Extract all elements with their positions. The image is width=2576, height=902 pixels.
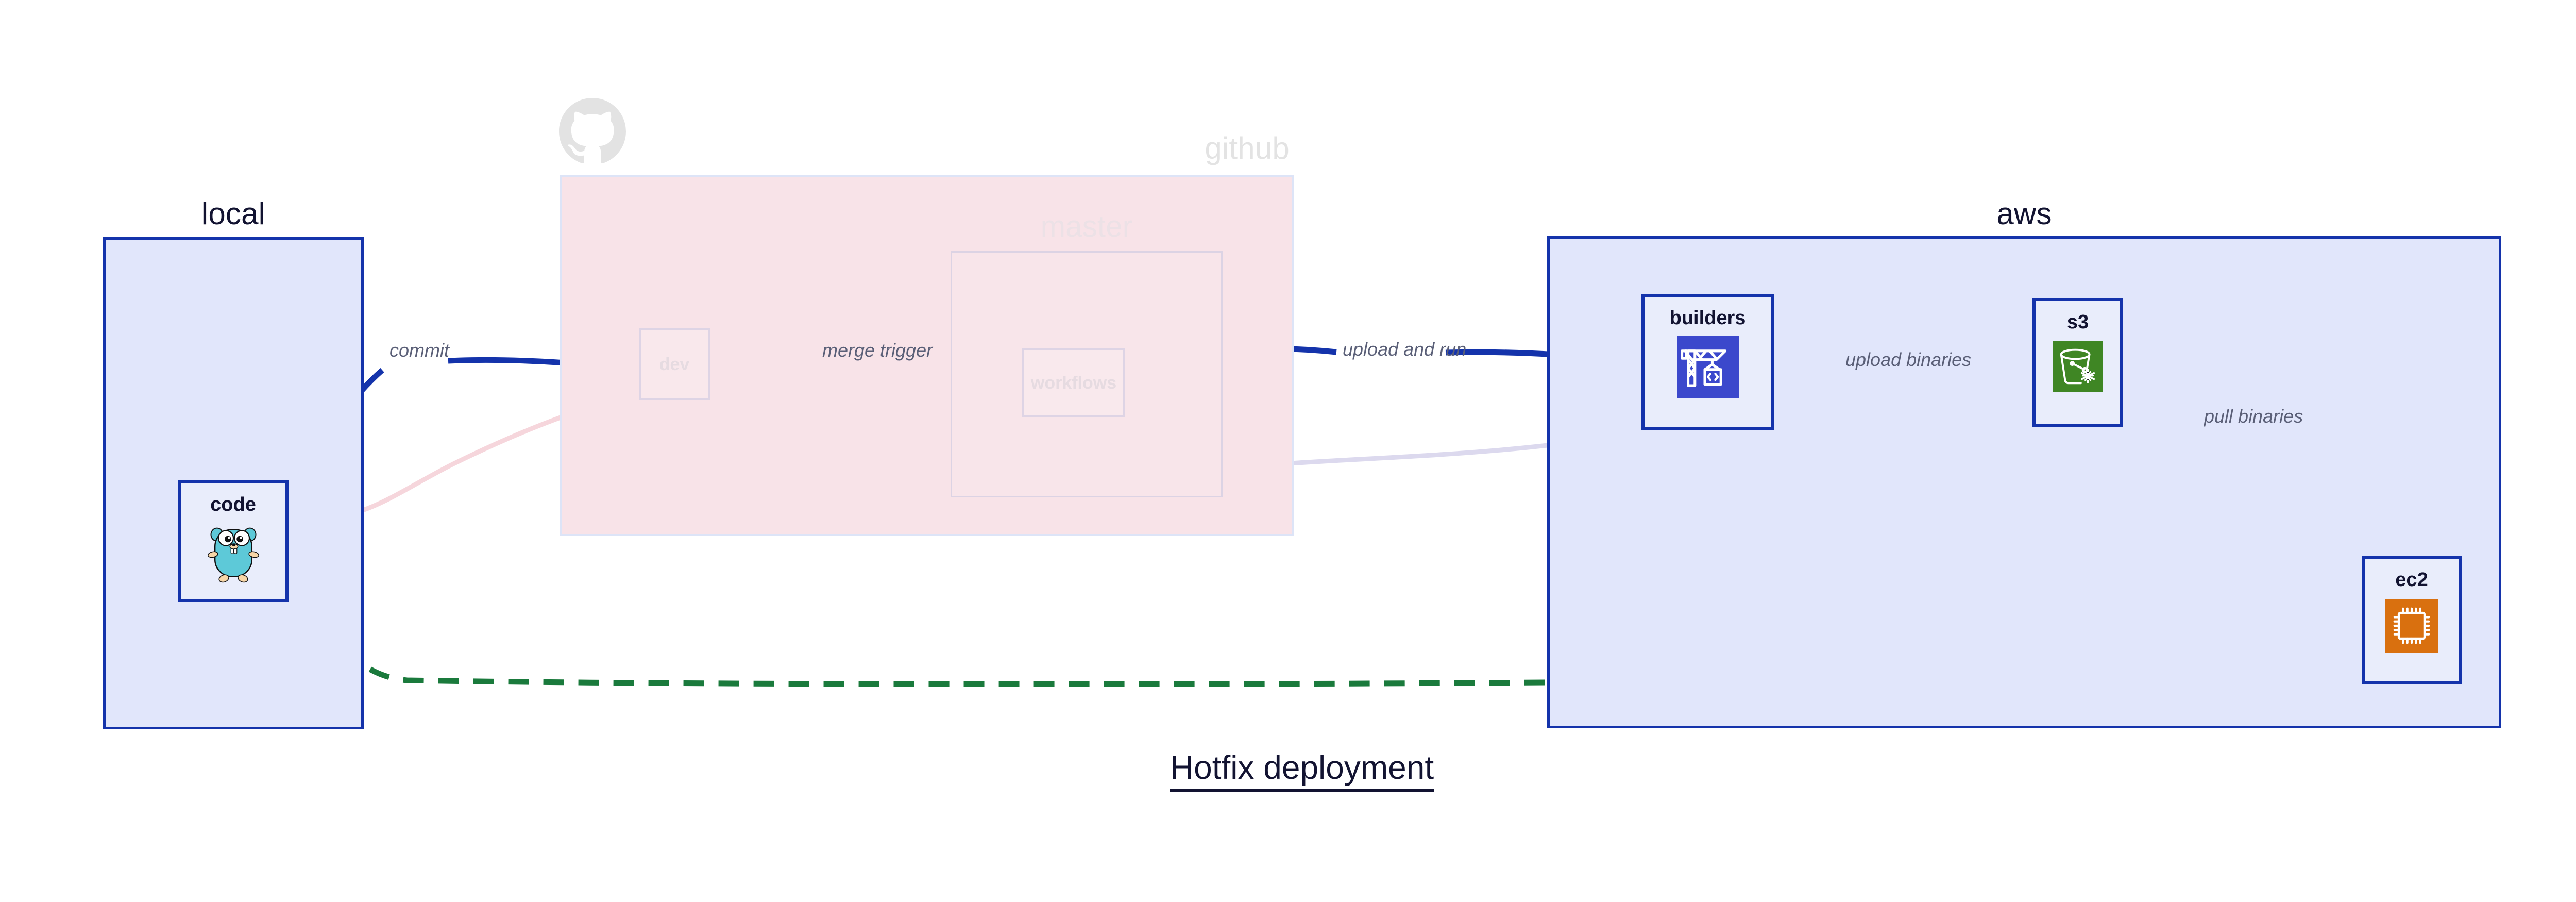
edge-label-upload-and-run: upload and run	[1343, 339, 1467, 360]
group-master[interactable]	[951, 251, 1223, 497]
edge-label-commit: commit	[389, 340, 449, 361]
edge-label-pull-binaries: pull binaries	[2204, 406, 2303, 427]
node-ec2[interactable]: ec2	[2362, 556, 2462, 684]
github-octocat-icon	[559, 98, 626, 163]
group-aws-title: aws	[1996, 196, 2052, 231]
group-github[interactable]	[560, 175, 1294, 536]
node-dev-label: dev	[659, 355, 690, 374]
aws-codebuild-icon	[1676, 336, 1739, 398]
golang-gopher-icon	[206, 522, 261, 583]
node-code-label: code	[210, 494, 256, 515]
group-master-title: master	[1040, 210, 1133, 243]
edge-label-merge-trigger: merge trigger	[822, 340, 933, 361]
node-code[interactable]: code	[178, 480, 289, 602]
page-title-text: Hotfix deployment	[1170, 749, 1434, 792]
node-s3-label: s3	[2066, 311, 2089, 333]
node-dev[interactable]: dev	[639, 328, 710, 400]
node-builders[interactable]: builders	[1641, 294, 1774, 430]
node-workflows-label: workflows	[1030, 373, 1117, 393]
edge-label-upload-binaries: upload binaries	[1845, 349, 1972, 370]
aws-s3-bucket-icon	[2053, 341, 2103, 392]
node-workflows[interactable]: workflows	[1022, 348, 1125, 417]
node-ec2-label: ec2	[2395, 569, 2428, 591]
group-github-title: github	[1205, 131, 1290, 165]
aws-ec2-chip-icon	[2385, 599, 2438, 653]
node-builders-label: builders	[1669, 307, 1746, 329]
node-s3[interactable]: s3	[2032, 298, 2123, 427]
group-local-title: local	[201, 196, 266, 231]
page-title: Hotfix deployment	[0, 748, 2576, 792]
